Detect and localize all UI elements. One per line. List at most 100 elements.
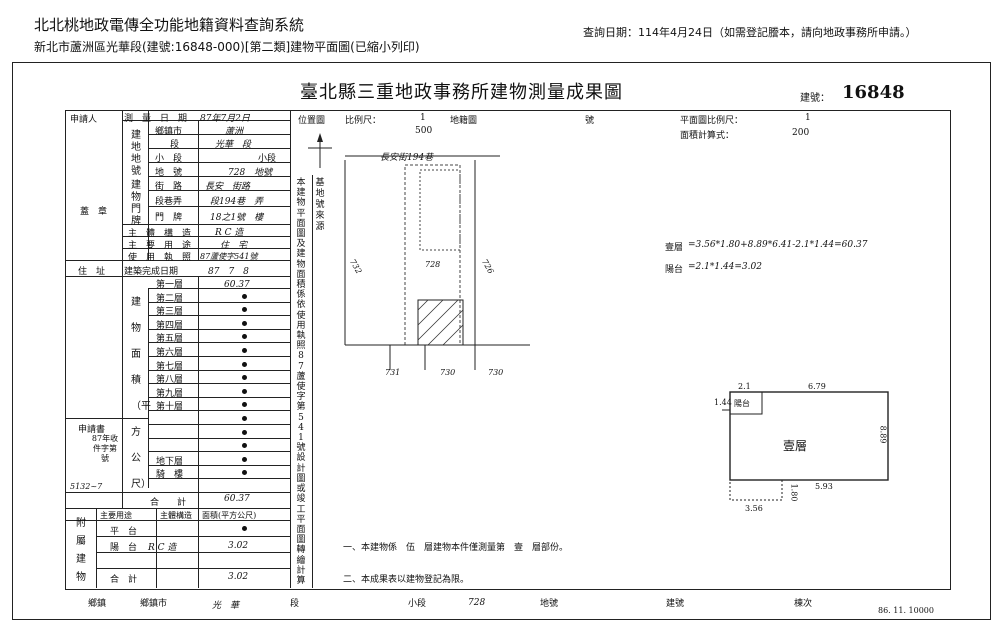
- scale-value: 1: [420, 113, 426, 123]
- system-title: 北北桃地政電傳全功能地籍資料查詢系統: [34, 16, 305, 34]
- footer-bldg-label: 建號: [666, 599, 685, 609]
- empty-marker: [242, 429, 247, 435]
- query-info: 查詢日期：114年4月24日（如需登記謄本，請向地政事務所申請。）: [583, 26, 917, 39]
- doc-subtitle: 新北市蘆洲區光華段(建號:16848-000)[第二類]建物平面圖(已縮小列印): [34, 40, 420, 54]
- grid-line: [148, 383, 290, 385]
- grid-line: [65, 508, 290, 509]
- empty-marker: [242, 293, 247, 299]
- map-label: 地籍圖: [450, 116, 478, 126]
- footer-section-label: 段: [290, 599, 300, 609]
- footer-section-value: 光 華: [212, 601, 240, 611]
- survey-date-label: 測 量 日 期: [124, 114, 188, 124]
- grid-line: [156, 508, 157, 588]
- floor-label: 第九層: [156, 388, 184, 399]
- building-no-label: 建號：: [800, 93, 830, 104]
- grid-line: [148, 464, 290, 466]
- completion-value: 87 7 8: [208, 267, 249, 277]
- lot-bottom: 730: [488, 368, 504, 377]
- grid-line: [96, 508, 97, 588]
- survey-date: 87年7月2日: [200, 114, 250, 124]
- grid-line: [148, 162, 290, 163]
- grid-line: [122, 248, 290, 249]
- lane-label: 段巷弄: [155, 197, 183, 207]
- annex-row-use: 合 計: [110, 575, 138, 585]
- doc-title: 臺北縣三重地政事務所建物測量成果圖: [300, 82, 623, 103]
- floor-label: 第一層: [156, 280, 184, 290]
- completion-label: 建築完成日期: [124, 267, 179, 277]
- note-1: 一、本建物係 伍 層建物本件僅測量第 壹 層部份。: [343, 543, 569, 553]
- total-label: 合 計: [150, 498, 187, 508]
- annex-header-area: 面積(平方公尺): [202, 511, 257, 520]
- grid-line: [148, 190, 290, 191]
- floor-label: 第四層: [156, 320, 184, 331]
- grid-line: [65, 492, 290, 493]
- floor-label: 地下層: [156, 456, 184, 467]
- dim-top: 6.79: [808, 382, 826, 391]
- annex-header-use: 主要用途: [100, 511, 132, 520]
- dim-right: 8.89: [878, 425, 888, 444]
- grid-line: [148, 148, 290, 149]
- dim-small: 1.80: [789, 483, 799, 502]
- structure-label: 主 體 構 造: [128, 229, 192, 239]
- grid-line: [65, 260, 290, 261]
- footer-township-label: 鄉鎮: [88, 599, 107, 609]
- empty-marker: [242, 416, 247, 421]
- building-no: 16848: [842, 82, 905, 103]
- receipt: 87年收件字第號: [91, 434, 119, 463]
- app-doc-label: 申請書: [78, 425, 106, 435]
- formula2: =2.1*1.44=3.02: [688, 262, 762, 272]
- note-header: 基地號來源: [315, 178, 325, 232]
- grid-line: [148, 396, 290, 398]
- grid-line: [312, 175, 313, 588]
- formula1-label: 壹層: [665, 243, 684, 253]
- annex-header-structure: 主體構造: [160, 511, 192, 520]
- footer-lot-value: 728: [468, 598, 486, 608]
- grid-line: [148, 288, 149, 488]
- grid-line: [148, 110, 149, 260]
- township-label: 鄉鎮市: [155, 127, 183, 137]
- empty-marker: [242, 334, 247, 340]
- empty-marker: [242, 526, 247, 531]
- grid-line: [198, 508, 199, 588]
- annex-row-use: 陽 台: [110, 543, 138, 553]
- plan-scale-label: 平面圖比例尺：: [680, 116, 744, 126]
- lot-bottom: 731: [385, 368, 401, 377]
- grid-line: [148, 478, 290, 480]
- door-label: 建物門牌: [131, 180, 141, 227]
- empty-marker: [242, 361, 247, 367]
- annex-row-area: 3.02: [228, 541, 249, 551]
- empty-marker: [242, 388, 247, 394]
- annex-label: 附屬建物: [76, 518, 86, 583]
- empty-marker: [242, 348, 247, 353]
- seal-label: 蓋 章: [80, 207, 108, 217]
- lot-label: 地 號: [155, 168, 183, 178]
- grid-line: [148, 451, 290, 453]
- street-label: 街 路: [155, 182, 183, 192]
- structure-value: R C 造: [215, 228, 244, 238]
- footer-subsection-label: 小段: [408, 599, 427, 609]
- empty-marker: [242, 375, 247, 381]
- grid-line: [65, 276, 290, 277]
- plan-balcony-label: 陽台: [734, 399, 750, 408]
- grid-line: [148, 134, 290, 135]
- empty-marker: [242, 443, 247, 449]
- grid-line: [65, 418, 148, 419]
- annex-row-use: 平 台: [110, 527, 138, 537]
- floor1-value: 60.37: [224, 280, 250, 290]
- formula2-label: 陽台: [665, 265, 684, 275]
- grid-line: [122, 110, 123, 508]
- grid-line: [65, 110, 66, 588]
- grid-line: [148, 410, 290, 412]
- grid-line: [290, 110, 291, 588]
- floor-label: 第三層: [156, 307, 184, 318]
- grid-line: [148, 437, 290, 439]
- footer-seq-label: 棟次: [794, 599, 813, 609]
- area-label: 建物面積（平方公尺）: [131, 297, 151, 490]
- grid-line: [96, 568, 290, 569]
- grid-line: [148, 424, 290, 425]
- grid-line: [122, 236, 290, 237]
- floor-label: 第七層: [156, 361, 184, 372]
- empty-marker: [242, 402, 247, 408]
- section-value: 光華 段: [215, 140, 252, 150]
- footer-township-value: 鄉鎮市: [140, 599, 168, 609]
